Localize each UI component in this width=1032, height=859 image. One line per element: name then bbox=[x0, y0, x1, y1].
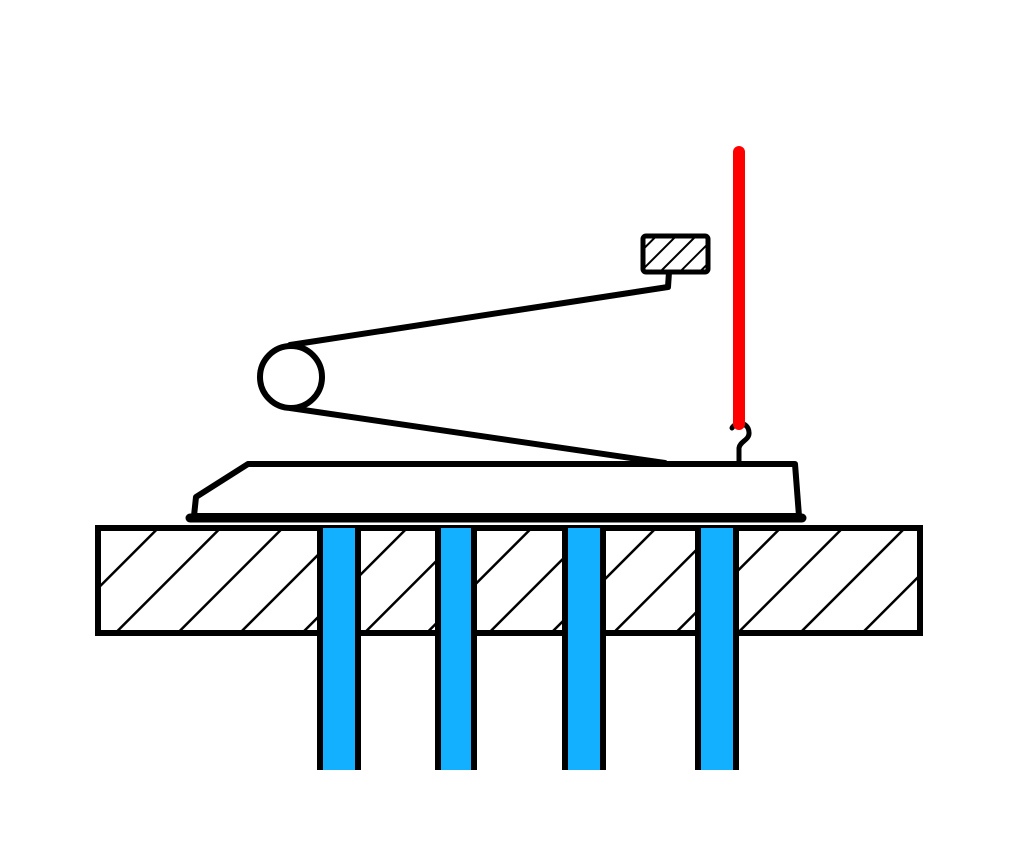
channel-fill bbox=[438, 528, 474, 770]
pivot-pulley bbox=[257, 343, 325, 411]
vertical-channels bbox=[317, 528, 739, 770]
channel-4 bbox=[695, 528, 739, 770]
base-plate bbox=[191, 461, 802, 519]
lever-lower-strand bbox=[287, 405, 668, 466]
channel-3 bbox=[562, 528, 606, 770]
channel-fill bbox=[698, 528, 736, 770]
lever-upper-strand bbox=[287, 269, 672, 348]
channel-1 bbox=[317, 528, 361, 770]
channel-2 bbox=[435, 528, 477, 770]
counterweight bbox=[640, 233, 711, 275]
channel-fill bbox=[565, 528, 603, 770]
channel-fill bbox=[320, 528, 358, 770]
ground-slab bbox=[95, 525, 923, 636]
